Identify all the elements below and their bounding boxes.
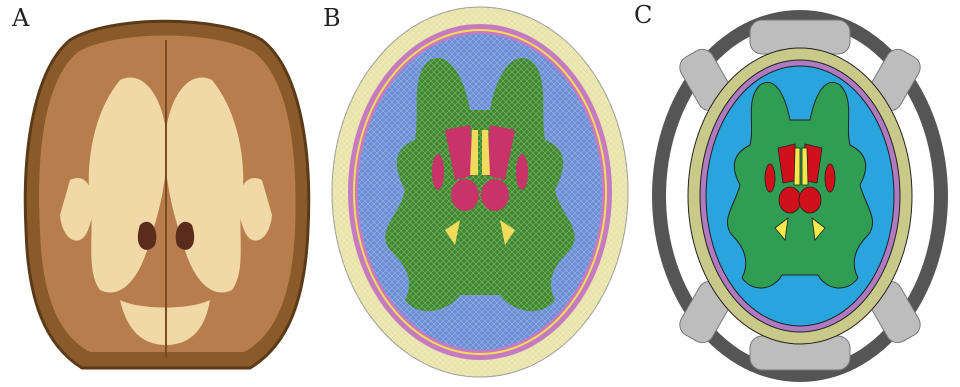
panel-b-mesh-model (320, 0, 640, 387)
panel-label-a: A (12, 6, 29, 30)
panel-c-segmented-model (640, 0, 960, 387)
panel-label-b: B (323, 6, 341, 30)
panel-a-anatomical-section (0, 0, 320, 387)
panel-label-c: C (634, 3, 652, 27)
